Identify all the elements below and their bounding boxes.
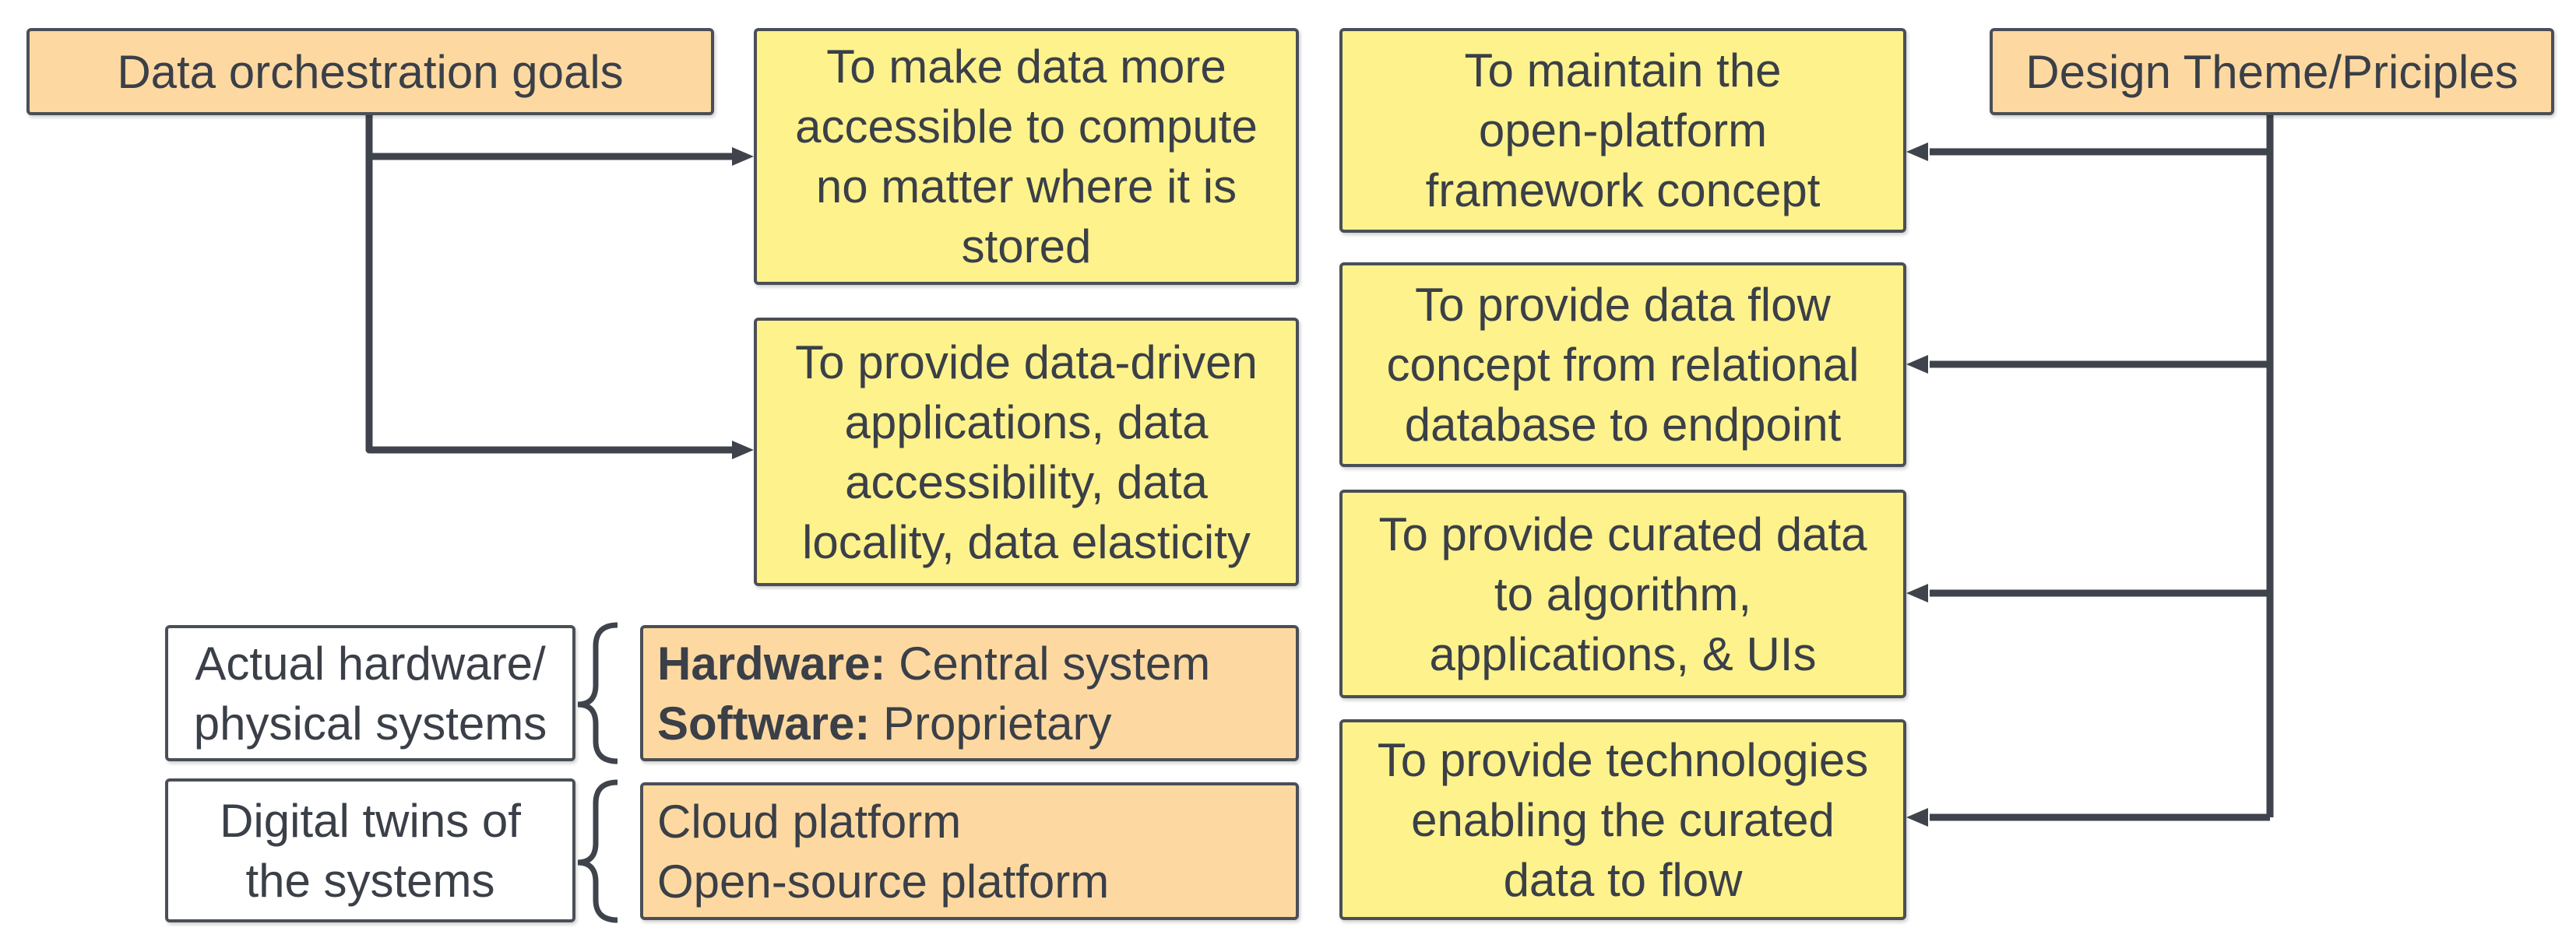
principle-3-line-2: to algorithm, xyxy=(1494,567,1752,620)
digital-twins-label-line-1: Digital twins of xyxy=(220,794,521,847)
goal-1-line-4: stored xyxy=(961,220,1092,272)
digital-twins-detail-box: Cloud platform Open-source platform xyxy=(640,782,1299,920)
digital-twin-brace xyxy=(577,779,618,923)
principle-1-line-3: framework concept xyxy=(1425,164,1821,216)
hardware-detail-box: Hardware: Central system Software: Propr… xyxy=(640,625,1299,761)
goal-1-line-3: no matter where it is xyxy=(815,160,1237,213)
principle-3-line-3: applications, & UIs xyxy=(1429,627,1817,680)
principles-header-title: Design Theme/Priciples xyxy=(2025,45,2518,98)
hardware-label-line-2: physical systems xyxy=(193,697,547,750)
principle-3-arrowhead xyxy=(1906,584,1928,602)
digital-twins-detail-line-2: Open-source platform xyxy=(657,852,1109,912)
principle-1-arrowhead xyxy=(1906,142,1928,161)
hardware-value: Central system xyxy=(885,637,1211,690)
principle-1-line-2: open-platform xyxy=(1478,104,1768,156)
principle-box-2: To provide data flow concept from relati… xyxy=(1339,262,1906,467)
software-term: Software: xyxy=(657,697,871,750)
principle-box-4: To provide technologies enabling the cur… xyxy=(1339,719,1906,920)
digital-twins-label-line-2: the systems xyxy=(245,854,495,907)
hardware-detail-line-1: Hardware: Central system xyxy=(657,634,1210,694)
principle-2-line-1: To provide data flow xyxy=(1415,279,1831,331)
principle-1-line-1: To maintain the xyxy=(1464,44,1782,97)
principle-2-line-3: database to endpoint xyxy=(1404,399,1842,451)
open-source-platform-text: Open-source platform xyxy=(657,855,1110,908)
principle-4-line-1: To provide technologies xyxy=(1377,733,1869,786)
principle-box-1: To maintain the open-platform framework … xyxy=(1339,28,1906,233)
goal-box-1: To make data more accessible to compute … xyxy=(754,28,1299,285)
goal-1-line-2: accessible to compute xyxy=(795,100,1258,153)
principles-header: Design Theme/Priciples xyxy=(1990,28,2554,115)
goal-2-line-4: locality, data elasticity xyxy=(802,515,1251,568)
hardware-systems-label-box: Actual hardware/ physical systems xyxy=(165,625,575,761)
cloud-platform-text: Cloud platform xyxy=(657,795,962,848)
goals-trunk-line xyxy=(365,114,738,454)
goal-1-line-1: To make data more xyxy=(826,40,1226,93)
principle-4-line-2: enabling the curated xyxy=(1411,793,1835,846)
goal-box-2: To provide data-driven applications, dat… xyxy=(754,318,1299,586)
hardware-detail-line-2: Software: Proprietary xyxy=(657,694,1111,754)
goal-2-line-3: accessibility, data xyxy=(845,455,1208,508)
goals-header: Data orchestration goals xyxy=(26,28,714,115)
principle-3-line-1: To provide curated data xyxy=(1378,508,1867,560)
hardware-label-line-1: Actual hardware/ xyxy=(195,637,546,690)
principle-2-line-2: concept from relational xyxy=(1386,339,1860,391)
hardware-term: Hardware: xyxy=(657,637,886,690)
goal-1-arrowhead xyxy=(732,147,754,166)
hardware-brace xyxy=(577,622,618,764)
digital-twins-detail-line-1: Cloud platform xyxy=(657,792,961,852)
digital-twins-label-box: Digital twins of the systems xyxy=(165,778,575,922)
principle-2-arrowhead xyxy=(1906,355,1928,374)
goals-header-title: Data orchestration goals xyxy=(117,45,624,98)
principle-4-arrowhead xyxy=(1906,808,1928,827)
goal-2-line-1: To provide data-driven xyxy=(795,335,1258,388)
principle-box-3: To provide curated data to algorithm, ap… xyxy=(1339,490,1906,698)
software-value: Proprietary xyxy=(870,697,1112,750)
goal-2-line-2: applications, data xyxy=(844,395,1209,448)
principle-4-line-3: data to flow xyxy=(1503,853,1743,906)
goal-2-arrowhead xyxy=(732,441,754,459)
